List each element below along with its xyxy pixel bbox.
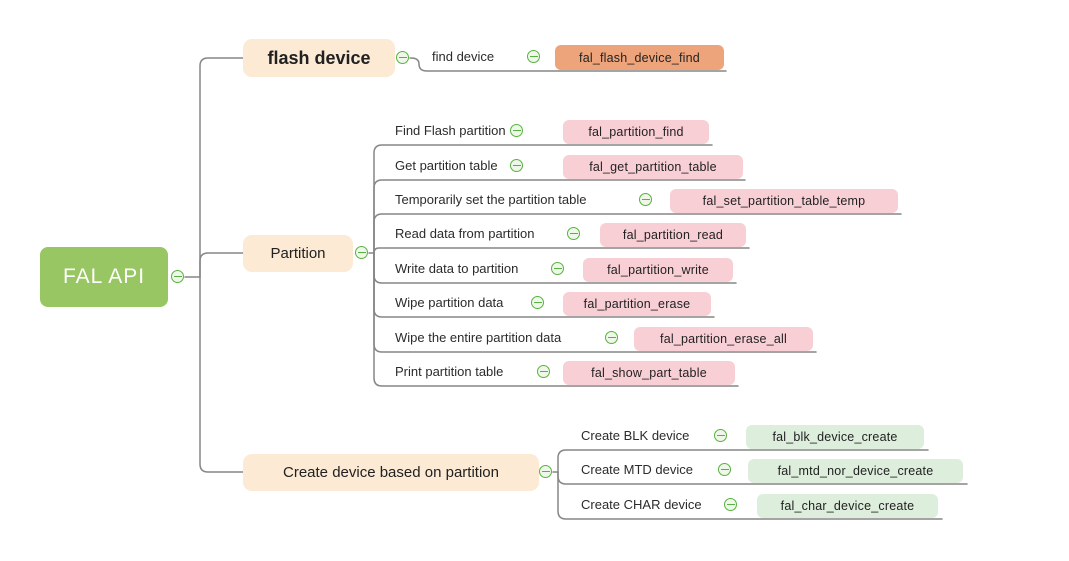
collapse-minus-icon[interactable] xyxy=(355,246,368,259)
collapse-minus-icon[interactable] xyxy=(605,331,618,344)
collapse-minus-icon[interactable] xyxy=(724,498,737,511)
collapse-minus-icon[interactable] xyxy=(510,124,523,137)
child-topic-wipe-partition-data[interactable]: Wipe partition data xyxy=(395,295,504,310)
collapse-minus-icon[interactable] xyxy=(537,365,550,378)
api-node-fal-set-partition-table-temp[interactable]: fal_set_partition_table_temp xyxy=(670,189,898,213)
collapse-minus-icon[interactable] xyxy=(718,463,731,476)
collapse-minus-icon[interactable] xyxy=(567,227,580,240)
api-node-fal-char-device-create[interactable]: fal_char_device_create xyxy=(757,494,938,518)
api-node-fal-blk-device-create[interactable]: fal_blk_device_create xyxy=(746,425,924,449)
api-node-fal-mtd-nor-device-create[interactable]: fal_mtd_nor_device_create xyxy=(748,459,963,483)
collapse-minus-icon[interactable] xyxy=(551,262,564,275)
collapse-minus-icon[interactable] xyxy=(510,159,523,172)
child-topic-temporarily-set-partition-table[interactable]: Temporarily set the partition table xyxy=(395,192,587,207)
api-node-fal-flash-device-find[interactable]: fal_flash_device_find xyxy=(555,45,724,70)
api-node-fal-partition-find[interactable]: fal_partition_find xyxy=(563,120,709,144)
child-topic-read-data-from-partition[interactable]: Read data from partition xyxy=(395,226,535,241)
child-topic-create-blk-device[interactable]: Create BLK device xyxy=(581,428,690,443)
child-topic-find-device[interactable]: find device xyxy=(432,49,495,64)
api-node-fal-partition-erase[interactable]: fal_partition_erase xyxy=(563,292,711,316)
collapse-minus-icon[interactable] xyxy=(396,51,409,64)
branch-topic-create-device-based-on-partition[interactable]: Create device based on partition xyxy=(243,454,539,491)
api-node-fal-partition-write[interactable]: fal_partition_write xyxy=(583,258,733,282)
child-topic-write-data-to-partition[interactable]: Write data to partition xyxy=(395,261,519,276)
child-topic-find-flash-partition[interactable]: Find Flash partition xyxy=(395,123,506,138)
child-topic-print-partition-table[interactable]: Print partition table xyxy=(395,364,504,379)
child-topic-get-partition-table[interactable]: Get partition table xyxy=(395,158,498,173)
collapse-minus-icon[interactable] xyxy=(531,296,544,309)
api-node-fal-show-part-table[interactable]: fal_show_part_table xyxy=(563,361,735,385)
api-node-fal-partition-read[interactable]: fal_partition_read xyxy=(600,223,746,247)
branch-topic-partition[interactable]: Partition xyxy=(243,235,353,272)
child-topic-wipe-entire-partition-data[interactable]: Wipe the entire partition data xyxy=(395,330,562,345)
branch-topic-flash-device[interactable]: flash device xyxy=(243,39,395,77)
collapse-minus-icon[interactable] xyxy=(527,50,540,63)
api-node-fal-partition-erase-all[interactable]: fal_partition_erase_all xyxy=(634,327,813,351)
child-topic-create-char-device[interactable]: Create CHAR device xyxy=(581,497,702,512)
child-topic-create-mtd-device[interactable]: Create MTD device xyxy=(581,462,693,477)
collapse-minus-icon[interactable] xyxy=(539,465,552,478)
collapse-minus-icon[interactable] xyxy=(639,193,652,206)
root-topic-fal-api[interactable]: FAL API xyxy=(40,247,168,307)
api-node-fal-get-partition-table[interactable]: fal_get_partition_table xyxy=(563,155,743,179)
collapse-minus-icon[interactable] xyxy=(171,270,184,283)
collapse-minus-icon[interactable] xyxy=(714,429,727,442)
